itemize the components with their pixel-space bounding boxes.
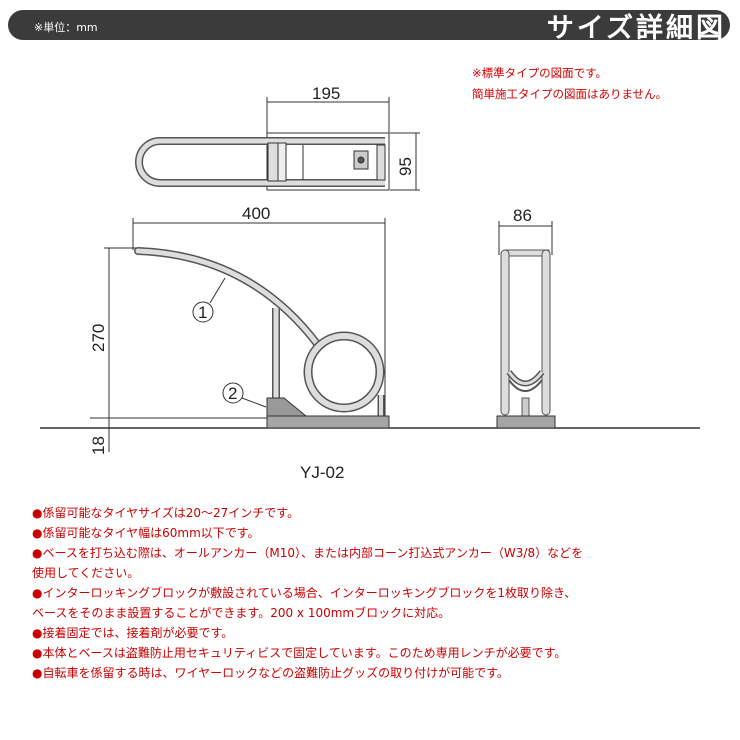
side-view — [40, 218, 700, 452]
note-item-continued: ベースをそのまま設置することができます。200 x 100mmブロックに対応。 — [32, 606, 451, 620]
dim-base-height: 18 — [89, 436, 108, 455]
front-view — [496, 221, 556, 429]
note-item: ●接着固定では、接着剤が必要です。 — [32, 626, 234, 640]
header-bar — [8, 10, 730, 40]
technical-drawing: 195 95 400 270 18 1 2 YJ-02 — [40, 84, 700, 482]
note-item: ●自転車を係留する時は、ワイヤーロックなどの盗難防止グッズの取り付けが可能です。 — [32, 666, 509, 680]
model-label: YJ-02 — [300, 463, 344, 482]
callout-1: 1 — [198, 303, 207, 322]
notes-list: ●係留可能なタイヤサイズは20～27インチです。 ●係留可能なタイヤ幅は60mm… — [32, 503, 583, 683]
dim-front-width: 86 — [513, 206, 532, 225]
dim-top-width: 195 — [312, 84, 340, 103]
page-title: サイズ詳細図 — [546, 13, 726, 44]
callout-2: 2 — [228, 384, 237, 403]
dim-side-height: 270 — [89, 324, 108, 352]
note-item: ●インターロッキングブロックが敷設されている場合、インターロッキングブロックを1… — [32, 586, 577, 600]
note-item: ●ベースを打ち込む際は、オールアンカー（M10）、または内部コーン打込式アンカー… — [32, 546, 584, 560]
dim-side-length: 400 — [242, 204, 270, 223]
dim-top-depth: 95 — [396, 157, 415, 176]
top-view — [135, 97, 420, 191]
easy-type-note: 簡単施工タイプの図面はありません。 — [472, 87, 668, 101]
note-item: ●係留可能なタイヤサイズは20～27インチです。 — [32, 506, 300, 520]
standard-type-note: ※標準タイプの図面です。 — [472, 66, 607, 80]
note-item-continued: 使用してください。 — [32, 566, 140, 580]
note-item: ●本体とベースは盗難防止用セキュリティビスで固定しています。このため専用レンチが… — [32, 646, 567, 660]
note-item: ●係留可能なタイヤ幅は60mm以下です。 — [32, 526, 260, 540]
unit-label: ※単位：mm — [34, 21, 98, 34]
